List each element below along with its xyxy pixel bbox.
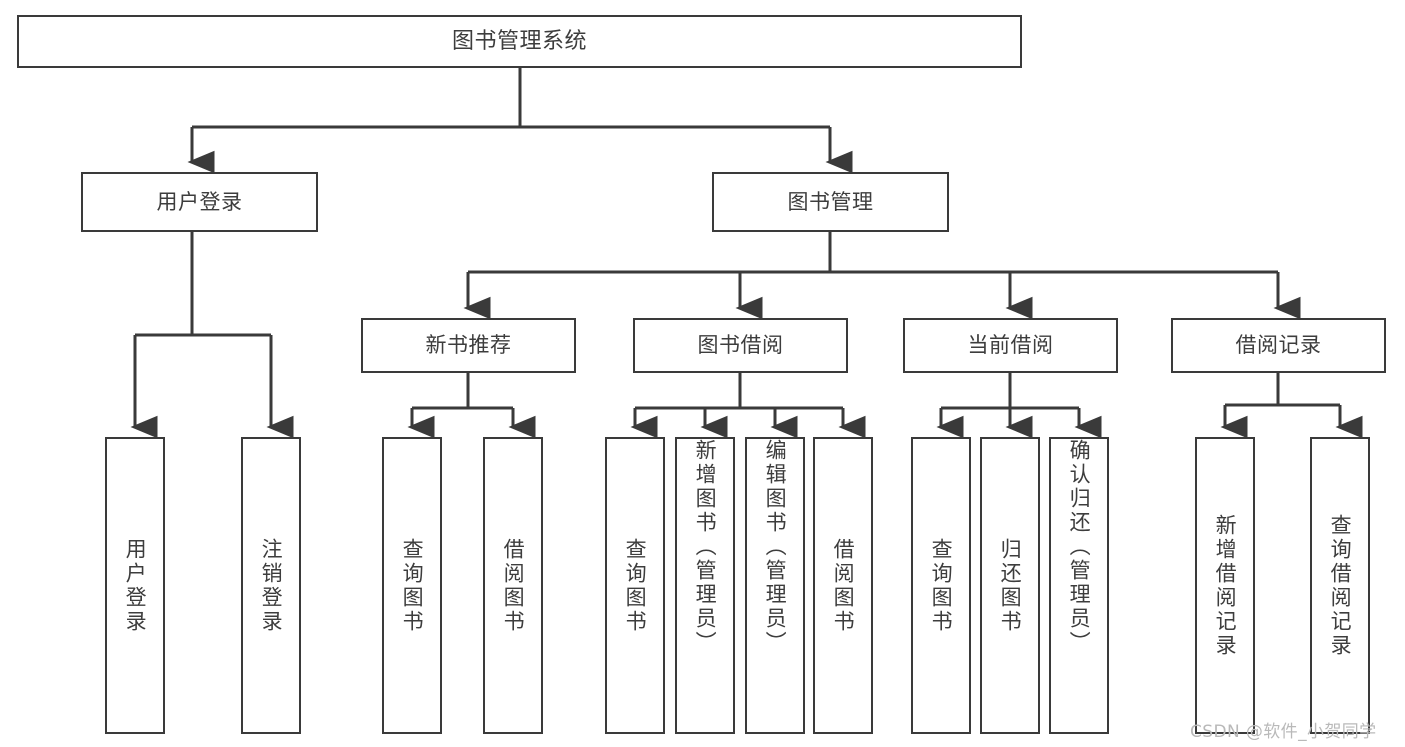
leaf-borrow-book-nb[interactable]: 借阅图书	[483, 437, 543, 734]
leaf-add-book-admin[interactable]: 新增图书（管理员）	[675, 437, 735, 734]
leaf-return-book[interactable]: 归还图书	[980, 437, 1040, 734]
node-book-borrow[interactable]: 图书借阅	[633, 318, 848, 373]
node-current-borrow[interactable]: 当前借阅	[903, 318, 1118, 373]
node-label: 查询图书	[623, 537, 648, 634]
leaf-query-borrow-record[interactable]: 查询借阅记录	[1310, 437, 1370, 734]
leaf-edit-book-admin[interactable]: 编辑图书（管理员）	[745, 437, 805, 734]
node-root-system[interactable]: 图书管理系统	[17, 15, 1022, 68]
leaf-query-book-bb[interactable]: 查询图书	[605, 437, 665, 734]
node-label: 借阅图书	[501, 537, 526, 634]
node-label: 当前借阅	[967, 333, 1054, 358]
node-label: 图书借阅	[697, 333, 784, 358]
node-label: 新书推荐	[425, 333, 512, 358]
node-label: 查询图书	[929, 537, 954, 634]
csdn-watermark: CSDN @软件_小贺同学	[1190, 717, 1377, 742]
leaf-user-login[interactable]: 用户登录	[105, 437, 165, 734]
node-book-management[interactable]: 图书管理	[712, 172, 949, 232]
node-label: 新增借阅记录	[1213, 513, 1238, 658]
leaf-logout[interactable]: 注销登录	[241, 437, 301, 734]
node-label: 查询借阅记录	[1328, 513, 1353, 658]
leaf-query-book-nb[interactable]: 查询图书	[382, 437, 442, 734]
node-label: 借阅图书	[831, 537, 856, 634]
node-borrow-record[interactable]: 借阅记录	[1171, 318, 1386, 373]
node-label: 新增图书（管理员）	[693, 439, 718, 655]
node-label: 归还图书	[998, 537, 1023, 634]
node-label: 用户登录	[123, 537, 148, 634]
node-label: 注销登录	[259, 537, 284, 634]
node-label: 图书管理	[787, 189, 874, 214]
node-new-book-recommend[interactable]: 新书推荐	[361, 318, 576, 373]
leaf-add-borrow-record[interactable]: 新增借阅记录	[1195, 437, 1255, 734]
node-label: 查询图书	[400, 537, 425, 634]
leaf-confirm-return-admin[interactable]: 确认归还（管理员）	[1049, 437, 1109, 734]
node-user-login[interactable]: 用户登录	[81, 172, 318, 232]
node-label: 用户登录	[156, 189, 243, 214]
watermark-text: CSDN @软件_小贺同学	[1190, 722, 1377, 742]
node-label: 借阅记录	[1235, 333, 1322, 358]
node-label: 图书管理系统	[451, 28, 587, 54]
node-label: 编辑图书（管理员）	[763, 439, 788, 655]
leaf-borrow-book-bb[interactable]: 借阅图书	[813, 437, 873, 734]
leaf-query-book-cb[interactable]: 查询图书	[911, 437, 971, 734]
node-label: 确认归还（管理员）	[1067, 439, 1092, 655]
